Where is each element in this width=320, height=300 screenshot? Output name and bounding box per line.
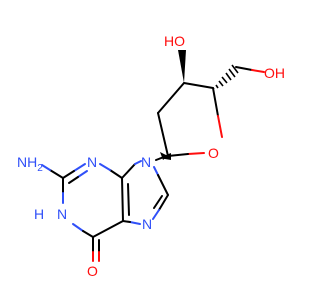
structure-svg: HO OH O N N N N H NH2 O [17, 33, 285, 279]
bond-c4-n9 [121, 163, 136, 179]
bond-c4-n3 [109, 169, 123, 179]
bond-n3-c2-double-blue [77, 170, 88, 178]
bond-c5-c4 [121, 177, 124, 222]
bond-c4-ring-o [212, 87, 219, 117]
bond-n9-c8 [157, 174, 169, 196]
molecule-diagram: HO OH O N N N N H NH2 O [17, 33, 285, 279]
bond-ch2-oh [235, 66, 253, 71]
bond-n7-c5-blue [129, 221, 141, 225]
bond-c8-n7-double [153, 195, 163, 209]
bond-c2-nh2 [49, 169, 64, 179]
bond-c6-c5 [92, 220, 124, 238]
label-n1: N [57, 206, 67, 222]
bond-c8-n7-blue [152, 209, 160, 220]
bond-c2-nh2-blue [41, 164, 51, 171]
bond-n3-c2-double [68, 176, 79, 184]
label-ring-oxygen: O [208, 145, 219, 161]
bond-ch2-oh-red [251, 69, 265, 73]
bond-n3-c2 [62, 170, 75, 179]
label-n3: N [87, 154, 97, 170]
wedge-c1-n9-head [159, 153, 171, 160]
bond-n1-c6-blue [72, 223, 84, 232]
bond-c4-n9-blue [134, 160, 142, 165]
label-amino-text: NH [17, 154, 37, 170]
bond-c8-n7 [158, 194, 169, 211]
label-carbonyl-o: O [87, 263, 98, 279]
wedge-c3-oh [178, 50, 186, 83]
bond-c4-n3-blue [99, 163, 111, 171]
bond-n7-c5 [122, 220, 131, 223]
bond-n9-c8-blue [153, 166, 159, 176]
bond-c5-c4-double [127, 183, 130, 216]
label-5prime-oh: OH [264, 65, 285, 81]
hash-c4-ch2 [212, 64, 239, 90]
label-n7: N [142, 216, 152, 232]
bond-c3-c4 [183, 82, 214, 89]
bond-ring-o-c1-red [187, 152, 205, 155]
bond-c2-c3 [157, 82, 185, 114]
bond-n3-c2-blue [73, 163, 86, 172]
label-amino-subscript: 2 [37, 163, 43, 174]
bond-c1-c2 [157, 112, 169, 157]
label-n9: N [141, 154, 151, 170]
bond-c4-ring-o-red [217, 115, 223, 138]
label-3prime-oh: HO [164, 33, 185, 49]
label-n1-h: H [34, 206, 44, 222]
bond-n1-c6 [82, 230, 94, 238]
bond-ring-o-c1 [167, 153, 189, 157]
label-amino: NH2 [17, 154, 43, 174]
